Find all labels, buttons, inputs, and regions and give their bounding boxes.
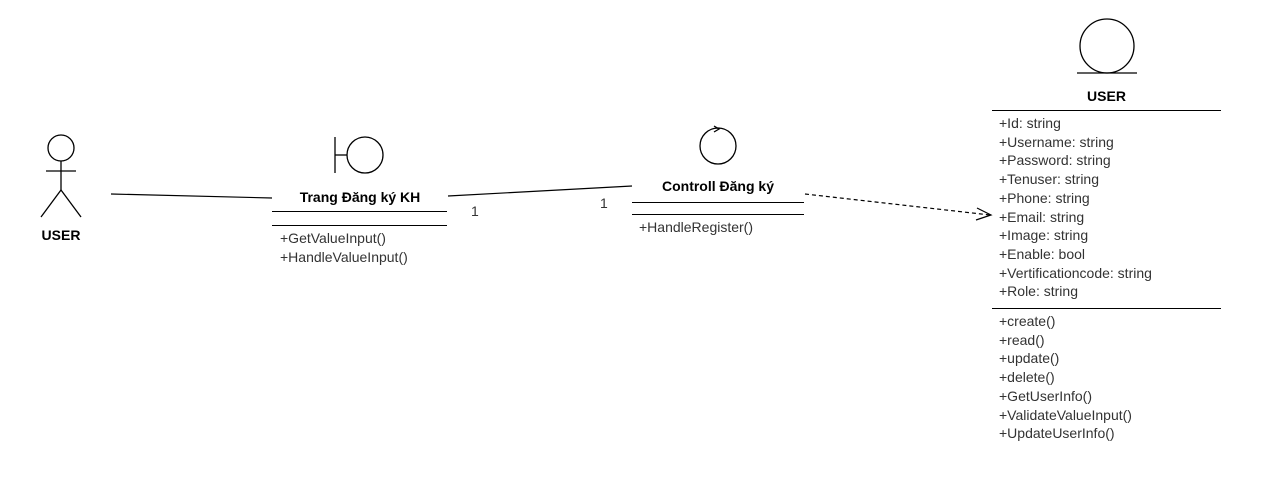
association-boundary-control [447, 185, 633, 197]
entity-method: +read() [999, 331, 1045, 348]
entity-divider-1 [992, 110, 1221, 111]
entity-attribute: +Image: string [999, 227, 1089, 244]
entity-attribute: +Role: string [999, 283, 1078, 300]
entity-attribute: +Phone: string [999, 189, 1090, 206]
entity-method: +create() [999, 313, 1056, 329]
entity-attribute: +Email: string [999, 208, 1085, 225]
dependency-control-entity [804, 193, 993, 221]
association-actor-boundary [110, 193, 273, 199]
boundary-method: +HandleValueInput() [280, 248, 408, 265]
entity-attributes: +Id: string +Username: string +Password:… [999, 114, 1152, 301]
entity-method: +UpdateUserInfo() [999, 425, 1115, 442]
entity-method: +GetUserInfo() [999, 387, 1092, 404]
boundary-methods: +GetValueInput() +HandleValueInput() [280, 229, 408, 266]
multiplicity-control: 1 [600, 195, 608, 211]
entity-attribute: +Tenuser: string [999, 171, 1099, 188]
entity-divider-2 [992, 308, 1221, 309]
entity-method: +ValidateValueInput() [999, 406, 1132, 423]
control-class-name: Controll Đăng ký [661, 178, 774, 194]
actor-label: USER [41, 227, 81, 243]
entity-icon [1077, 18, 1137, 74]
control-icon [699, 125, 737, 165]
boundary-class-name: Trang Đăng ký KH [299, 189, 421, 205]
boundary-icon [334, 136, 384, 174]
entity-attribute: +Vertificationcode: string [999, 264, 1152, 281]
control-divider-2 [632, 214, 804, 215]
boundary-divider-2 [272, 225, 447, 226]
entity-attribute: +Enable: bool [999, 245, 1086, 262]
actor-figure [40, 134, 82, 218]
control-divider-1 [632, 202, 804, 203]
control-methods: +HandleRegister() [639, 218, 753, 237]
control-method: +HandleRegister() [639, 219, 753, 235]
entity-method: +delete() [999, 369, 1055, 386]
multiplicity-boundary: 1 [471, 203, 479, 219]
entity-class-name: USER [1087, 88, 1126, 104]
entity-attribute: +Username: string [999, 133, 1114, 150]
entity-methods: +create() +read() +update() +delete() +G… [999, 312, 1132, 443]
boundary-method: +GetValueInput() [280, 230, 386, 246]
entity-attribute: +Password: string [999, 152, 1111, 169]
entity-attribute: +Id: string [999, 115, 1061, 131]
entity-method: +update() [999, 350, 1060, 367]
boundary-divider-1 [272, 211, 447, 212]
